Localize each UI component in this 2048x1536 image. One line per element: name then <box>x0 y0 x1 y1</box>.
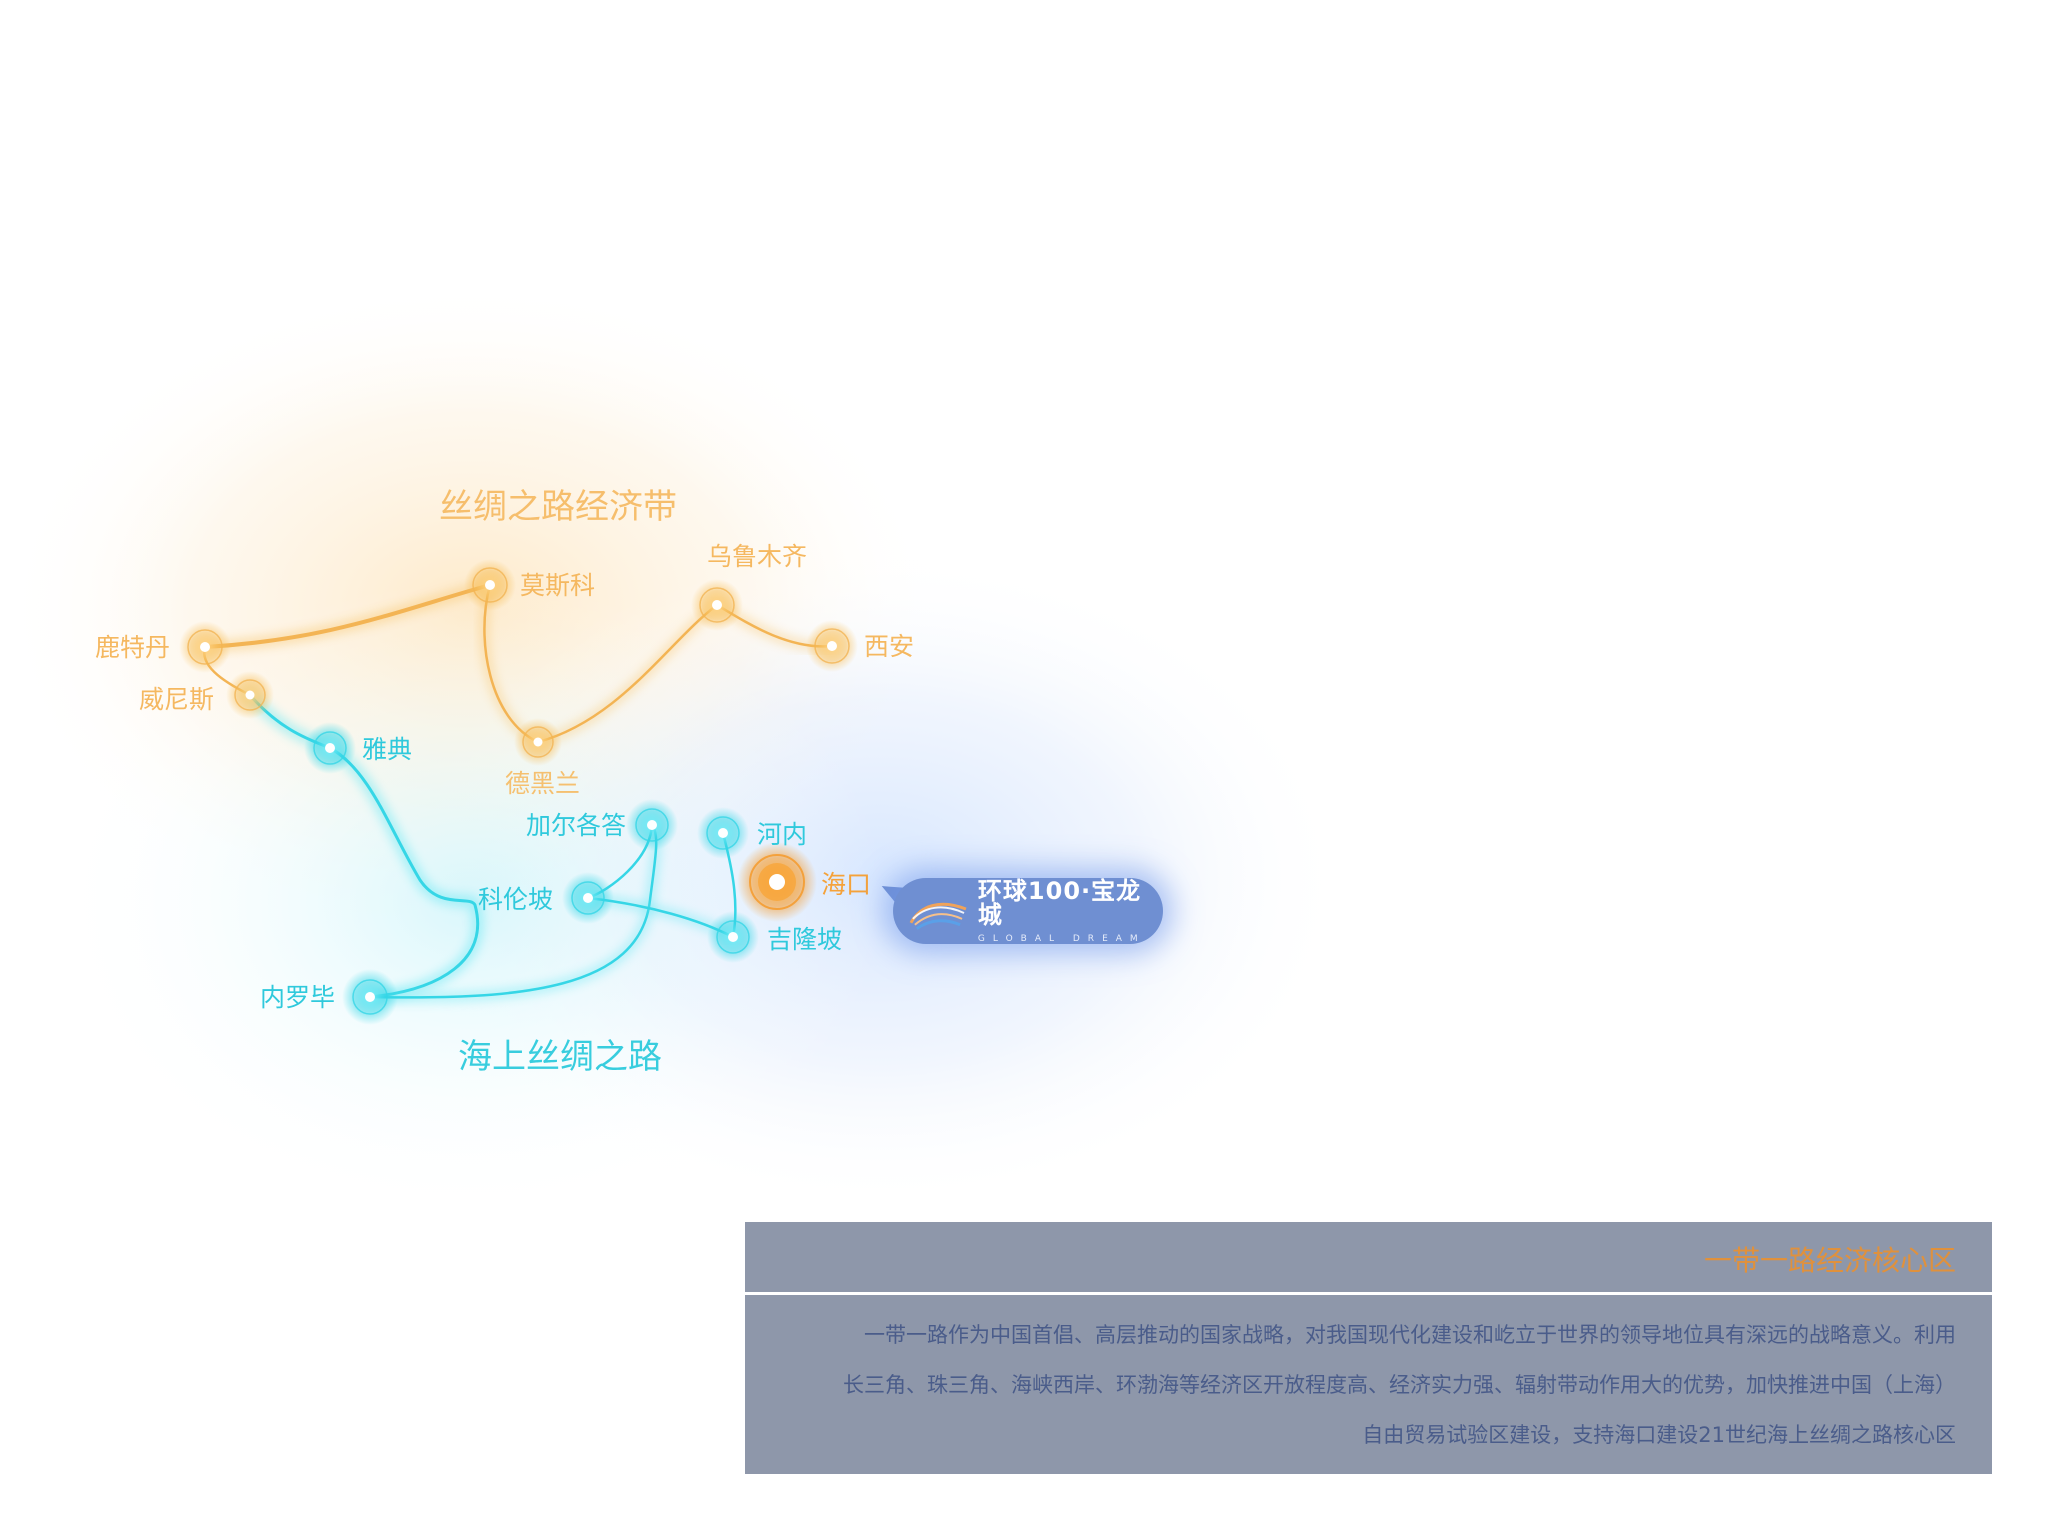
city-label-kolkata: 加尔各答 <box>526 811 626 840</box>
city-label-urumqi: 乌鲁木齐 <box>707 542 807 571</box>
land-route-title: 丝绸之路经济带 <box>439 487 677 527</box>
city-label-hanoi: 河内 <box>757 820 807 849</box>
city-label-athens: 雅典 <box>362 735 412 764</box>
node-rotterdam[interactable] <box>179 621 231 673</box>
brand-name: 环球100·宝龙城 <box>977 876 1142 929</box>
city-label-xian: 西安 <box>864 632 914 661</box>
node-athens[interactable] <box>304 722 356 774</box>
city-label-colombo: 科伦坡 <box>478 885 553 914</box>
node-kualalumpur[interactable] <box>707 911 759 963</box>
city-label-kualalumpur: 吉隆坡 <box>767 925 842 954</box>
node-haikou[interactable] <box>737 842 817 922</box>
info-body: 一带一路作为中国首倡、高层推动的国家战略，对我国现代化建设和屹立于世界的领导地位… <box>767 1310 1956 1460</box>
brand-badge[interactable]: 环球100·宝龙城 GLOBAL DREAM <box>893 878 1163 944</box>
city-label-haikou: 海口 <box>821 870 871 899</box>
wave-logo-icon <box>909 902 967 930</box>
node-urumqi[interactable] <box>691 579 743 631</box>
city-label-tehran: 德黑兰 <box>505 769 580 798</box>
node-hanoi[interactable] <box>697 807 749 859</box>
city-label-venice: 威尼斯 <box>139 685 214 714</box>
node-nairobi[interactable] <box>342 969 398 1025</box>
city-label-moscow: 莫斯科 <box>520 571 595 600</box>
node-xian[interactable] <box>806 620 858 672</box>
node-tehran[interactable] <box>514 718 562 766</box>
node-colombo[interactable] <box>562 872 614 924</box>
node-venice[interactable] <box>226 671 274 719</box>
brand-subtitle: GLOBAL DREAM <box>977 933 1146 944</box>
info-header: 一带一路经济核心区 <box>745 1222 1992 1295</box>
node-kolkata[interactable] <box>626 799 678 851</box>
node-moscow[interactable] <box>464 559 516 611</box>
city-label-rotterdam: 鹿特丹 <box>95 633 170 662</box>
info-line-1: 一带一路作为中国首倡、高层推动的国家战略，对我国现代化建设和屹立于世界的领导地位… <box>864 1323 1956 1347</box>
info-title: 一带一路经济核心区 <box>1703 1244 1956 1277</box>
city-label-nairobi: 内罗毕 <box>260 983 335 1012</box>
sea-route-title: 海上丝绸之路 <box>458 1037 662 1077</box>
info-panel: 一带一路经济核心区 一带一路作为中国首倡、高层推动的国家战略，对我国现代化建设和… <box>745 1222 1992 1474</box>
info-line-2: 长三角、珠三角、海峡西岸、环渤海等经济区开放程度高、经济实力强、辐射带动作用大的… <box>843 1373 1956 1397</box>
info-line-3: 自由贸易试验区建设，支持海口建设21世纪海上丝绸之路核心区 <box>1362 1423 1956 1447</box>
